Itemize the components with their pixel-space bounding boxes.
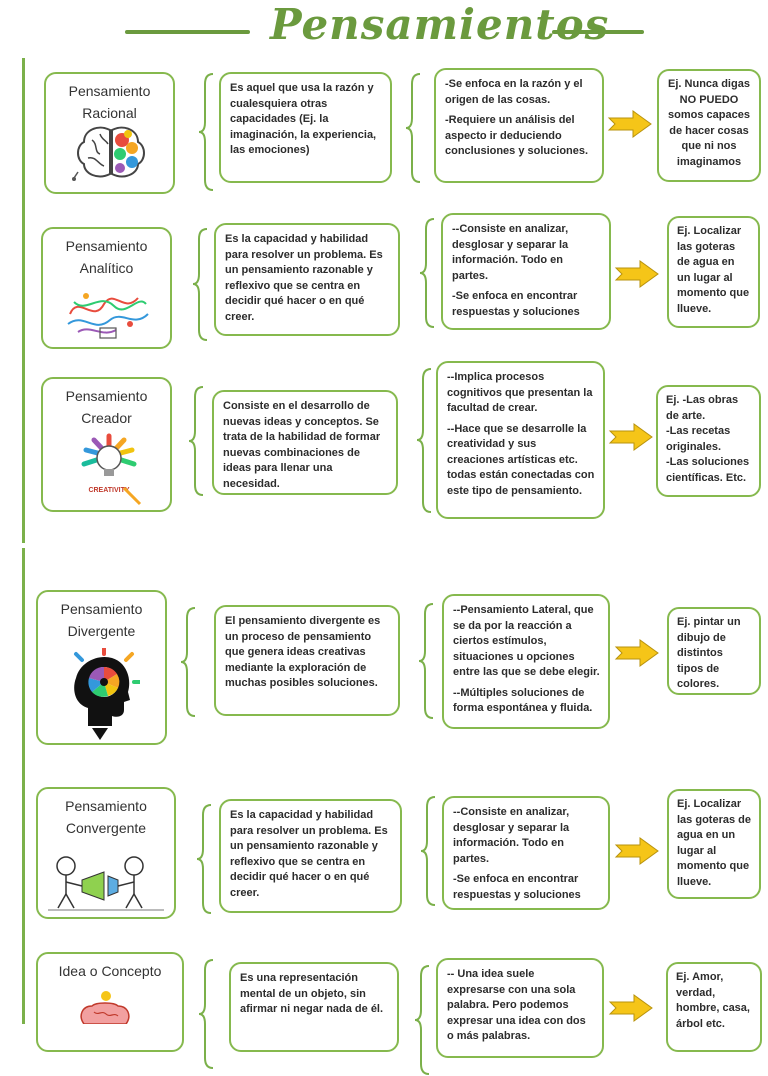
concept-name: Pensamiento [65, 798, 147, 814]
colorful-doodle-icon [67, 293, 149, 339]
lightbulb-icon: CREATIVITY [81, 433, 142, 506]
curly-brace-icon [418, 603, 434, 719]
description-text: Consiste en el desarrollo de nuevas idea… [223, 400, 381, 490]
head-color-wheel-icon [74, 648, 140, 740]
creativity-caption: CREATIVITY [88, 487, 129, 494]
title-rule-left [125, 30, 250, 34]
concept-name: Idea o Concepto [58, 963, 162, 979]
description-text: Es una representación mental de un objet… [240, 972, 384, 1015]
feature-text: -- Una idea suele expresarse con una sol… [447, 968, 586, 1042]
feature-text: --Hace que se desarrolle la creatividad … [447, 422, 595, 497]
curly-brace-icon [414, 965, 430, 1075]
arrow-right-icon [614, 260, 659, 288]
features-box: --Pensamiento Lateral, que se da por la … [442, 594, 610, 729]
features-box: --Consiste en analizar, desglosar y sepa… [442, 796, 610, 910]
curly-brace-icon [188, 386, 204, 496]
example-text: Ej. Nunca digas NO PUEDO somos capaces d… [668, 78, 750, 168]
feature-text: --Implica procesos cognitivos que presen… [447, 371, 593, 414]
concept-name: Pensamiento [68, 83, 151, 99]
description-box: El pensamiento divergente es un proceso … [214, 605, 400, 716]
concept-name: Pensamiento [65, 238, 148, 254]
concept-name: Pensamiento [60, 601, 143, 617]
example-box: Ej. -Las obras de arte. -Las recetas ori… [656, 385, 761, 497]
description-text: Es la capacidad y habilidad para resolve… [225, 233, 383, 323]
brain-lightbulb-icon [80, 991, 130, 1024]
timeline-line-bottom [22, 548, 25, 1024]
curly-brace-icon [198, 73, 214, 191]
description-text: El pensamiento divergente es un proceso … [225, 615, 381, 689]
curly-brace-icon [196, 804, 212, 914]
description-text: Es aquel que usa la razón y cualesquiera… [230, 82, 377, 156]
features-box: --Consiste en analizar, desglosar y sepa… [441, 213, 611, 330]
feature-text: -Requiere un análisis del aspecto ir ded… [445, 114, 589, 157]
feature-text: --Pensamiento Lateral, que se da por la … [453, 604, 600, 678]
concept-name-line2: Analítico [79, 260, 134, 276]
title-banner: Pensamientos [0, 0, 768, 60]
concept-name-line2: Creador [81, 410, 132, 426]
brain-icon [72, 126, 145, 181]
feature-text: --Consiste en analizar, desglosar y sepa… [453, 806, 570, 865]
arrow-right-icon [607, 110, 652, 138]
example-text: -Las soluciones científicas. Etc. [666, 456, 750, 484]
concept-name-line2: Racional [82, 105, 137, 121]
example-box: Ej. Amor, verdad, hombre, casa, árbol et… [666, 962, 762, 1052]
curly-brace-icon [405, 73, 421, 183]
example-text: Ej. pintar un dibujo de distintos tipos … [677, 616, 741, 690]
example-text: -Las recetas originales. [666, 425, 731, 453]
description-box: Es aquel que usa la razón y cualesquiera… [219, 72, 392, 183]
arrow-right-icon [614, 639, 659, 667]
concept-name: Pensamiento [65, 388, 148, 404]
curly-brace-icon [420, 796, 436, 906]
people-megaphone-icon [48, 856, 164, 911]
feature-text: -Se enfoca en encontrar respuestas y sol… [452, 290, 580, 318]
feature-text: --Múltiples soluciones de forma espontán… [453, 686, 593, 715]
features-box: -- Una idea suele expresarse con una sol… [436, 958, 604, 1058]
curly-brace-icon [198, 959, 214, 1069]
example-text: Ej. Amor, verdad, hombre, casa, árbol et… [676, 971, 750, 1030]
description-text: Es la capacidad y habilidad para resolve… [230, 809, 388, 899]
curly-brace-icon [416, 368, 432, 513]
concept-card-convergente: Pensamiento Convergente [36, 787, 176, 919]
description-box: Es la capacidad y habilidad para resolve… [219, 799, 402, 913]
curly-brace-icon [192, 228, 208, 341]
title-rule-right [552, 30, 644, 34]
example-text: Ej. Localizar las goteras de agua en un … [677, 225, 750, 315]
example-box: Ej. pintar un dibujo de distintos tipos … [667, 607, 761, 695]
example-text: Ej. -Las obras de arte. [666, 394, 739, 422]
description-box: Consiste en el desarrollo de nuevas idea… [212, 390, 398, 495]
feature-text: -Se enfoca en la razón y el origen de la… [445, 78, 583, 106]
timeline-line-top [22, 58, 25, 543]
feature-text: -Se enfoca en encontrar respuestas y sol… [453, 873, 581, 901]
features-box: --Implica procesos cognitivos que presen… [436, 361, 605, 519]
description-box: Es una representación mental de un objet… [229, 962, 399, 1052]
example-box: Ej. Localizar las goteras de agua en un … [667, 789, 761, 899]
curly-brace-icon [180, 607, 196, 717]
example-box: Ej. Nunca digas NO PUEDO somos capaces d… [657, 69, 761, 182]
concept-name-line2: Convergente [65, 820, 147, 836]
features-box: -Se enfoca en la razón y el origen de la… [434, 68, 604, 183]
arrow-right-icon [614, 837, 659, 865]
page-title: Pensamientos [270, 0, 610, 49]
example-text: Ej. Localizar las goteras de agua en un … [677, 798, 751, 888]
example-box: Ej. Localizar las goteras de agua en un … [667, 216, 760, 328]
concept-name-line2: Divergente [67, 623, 136, 639]
description-box: Es la capacidad y habilidad para resolve… [214, 223, 400, 336]
feature-text: --Consiste en analizar, desglosar y sepa… [452, 223, 569, 282]
concept-card-analitico: Pensamiento Analítico [41, 227, 172, 349]
arrow-right-icon [608, 994, 653, 1022]
arrow-right-icon [608, 423, 653, 451]
curly-brace-icon [419, 218, 435, 328]
concept-card-creador: Pensamiento Creador [41, 377, 172, 512]
